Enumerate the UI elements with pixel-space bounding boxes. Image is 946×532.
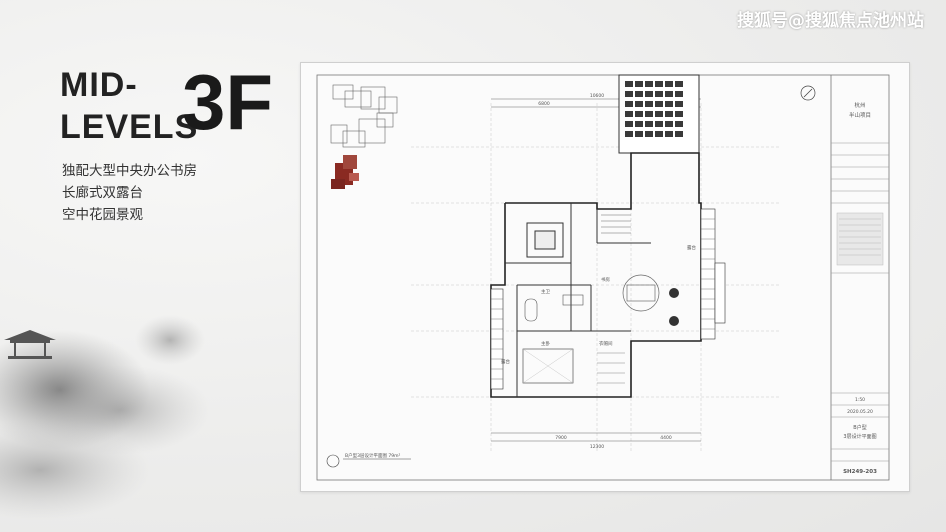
title-block-drawing-number: SH249-203 — [843, 469, 877, 475]
room-label: 主卧 — [541, 340, 550, 347]
title-block-drawing-title-1: B户型 — [853, 424, 866, 431]
hero-line-1: MID- — [60, 66, 138, 104]
room-label: 露台 — [501, 358, 510, 365]
room-label: 露台 — [687, 244, 696, 251]
dim-bottom-a: 7900 — [555, 435, 567, 441]
watermark: 搜狐号@搜狐焦点池州站 — [737, 11, 924, 31]
feature-list: 独配大型中央办公书房 长廊式双露台 空中花园景观 — [62, 160, 197, 226]
title-block-date: 2020.05.20 — [847, 409, 873, 415]
hero-title: MID- LEVELS 3F — [60, 58, 300, 152]
key-plan — [330, 84, 398, 189]
feature-item: 长廊式双露台 — [62, 185, 143, 201]
drawing-caption: B户型3层设计平面图 79m² — [345, 452, 400, 459]
floor-plan-sheet: 杭州 半山项目 2020.05.20 1:50 B户型 3层设计平面图 SH24… — [300, 62, 910, 492]
dim-top-a: 6800 — [538, 101, 550, 107]
dim-top-total: 10600 — [590, 93, 604, 99]
north-arrow-icon — [800, 85, 816, 101]
dim-bottom-total: 12300 — [590, 444, 604, 450]
feature-item: 独配大型中央办公书房 — [62, 163, 197, 179]
dim-bottom-b: 4400 — [660, 435, 672, 441]
pavilion-icon — [4, 330, 56, 359]
room-label: 主卫 — [541, 288, 550, 295]
room-label: 书房 — [601, 276, 610, 283]
title-block-project: 杭州 — [854, 101, 865, 109]
feature-item: 空中花园景观 — [62, 207, 143, 223]
hero-line-2: LEVELS — [60, 108, 199, 146]
ink-landscape — [0, 315, 210, 520]
title-block-drawing-title-2: 3层设计平面图 — [843, 433, 876, 440]
title-block-project-name: 半山项目 — [849, 111, 871, 119]
floor-number: 3F — [182, 58, 274, 146]
title-block-scale: 1:50 — [855, 397, 865, 403]
room-label: 衣帽间 — [599, 340, 613, 347]
